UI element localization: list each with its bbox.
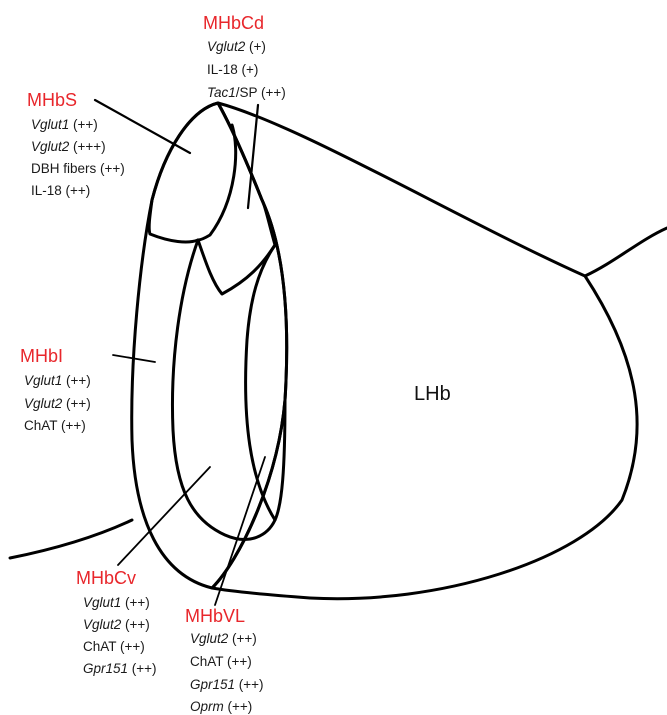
mhbcd-leader-line (248, 105, 258, 208)
mhbcd-line-2: IL-18 (+) (207, 62, 258, 77)
mhbs-line-3: DBH fibers (++) (31, 161, 125, 176)
mhbs-mhbcd-boundary (198, 125, 236, 240)
mhbcv-title: MHbCv (76, 568, 136, 588)
expression-level: (++) (62, 373, 91, 388)
mhbcd-title: MHbCd (203, 13, 264, 33)
gene-name: Oprm (190, 699, 224, 714)
mhbvl-line-3: Gpr151 (++) (190, 677, 264, 692)
gene-name: Gpr151 (190, 677, 235, 692)
mhbvl-line-1: Vglut2 (++) (190, 631, 257, 646)
expression-level: (++) (62, 396, 91, 411)
right-boundary-line (585, 228, 667, 276)
expression-level: (+) (245, 39, 266, 54)
expression-level: ChAT (++) (83, 639, 145, 654)
expression-level: (++) (228, 631, 257, 646)
expression-level: DBH fibers (++) (31, 161, 125, 176)
mhbs-line-1: Vglut1 (++) (31, 117, 98, 132)
mhbs-line-2: Vglut2 (+++) (31, 139, 106, 154)
expression-level: /SP (++) (236, 85, 286, 100)
gene-name: Gpr151 (83, 661, 128, 676)
lhb-label: LHb (414, 383, 451, 405)
mhbs-leader-line (95, 100, 190, 153)
left-boundary-line (10, 520, 132, 558)
lhb-region (212, 103, 637, 599)
mhbcd-line-3: Tac1/SP (++) (207, 85, 286, 100)
mhb-region (132, 103, 287, 588)
mhbi-line-1: Vglut1 (++) (24, 373, 91, 388)
expression-level: IL-18 (++) (31, 183, 90, 198)
expression-level: ChAT (++) (190, 654, 252, 669)
gene-name: Tac1 (207, 85, 236, 100)
expression-level: (++) (121, 617, 150, 632)
expression-level: (++) (121, 595, 150, 610)
mhbs-title: MHbS (27, 90, 77, 110)
mhbi-line-3: ChAT (++) (24, 418, 86, 433)
gene-name: Vglut2 (24, 396, 63, 411)
expression-level: (++) (224, 699, 253, 714)
gene-name: Vglut1 (24, 373, 62, 388)
mhbcv-line-3: ChAT (++) (83, 639, 145, 654)
mhbvl-boundary (246, 245, 285, 520)
gene-name: Vglut2 (31, 139, 70, 154)
gene-name: Vglut2 (83, 617, 122, 632)
expression-level: (+++) (69, 139, 105, 154)
expression-level: (++) (128, 661, 157, 676)
mhbvl-line-4: Oprm (++) (190, 699, 252, 714)
mhbcv-line-1: Vglut1 (++) (83, 595, 150, 610)
mhbvl-title: MHbVL (185, 606, 245, 626)
mhbcv-boundary (172, 240, 275, 539)
gene-name: Vglut2 (207, 39, 246, 54)
mhbcv-line-4: Gpr151 (++) (83, 661, 157, 676)
gene-name: Vglut1 (83, 595, 121, 610)
mhbcd-line-1: Vglut2 (+) (207, 39, 266, 54)
expression-level: IL-18 (+) (207, 62, 258, 77)
mhbcv-leader-line (118, 467, 210, 565)
mhbvl-line-2: ChAT (++) (190, 654, 252, 669)
mhbi-title: MHbI (20, 346, 63, 366)
mhbcv-line-2: Vglut2 (++) (83, 617, 150, 632)
mhbvl-leader-line (215, 457, 265, 605)
mhbs-line-4: IL-18 (++) (31, 183, 90, 198)
expression-level: (++) (235, 677, 264, 692)
mhbi-line-2: Vglut2 (++) (24, 396, 91, 411)
expression-level: ChAT (++) (24, 418, 86, 433)
expression-level: (++) (69, 117, 98, 132)
gene-name: Vglut1 (31, 117, 69, 132)
gene-name: Vglut2 (190, 631, 229, 646)
